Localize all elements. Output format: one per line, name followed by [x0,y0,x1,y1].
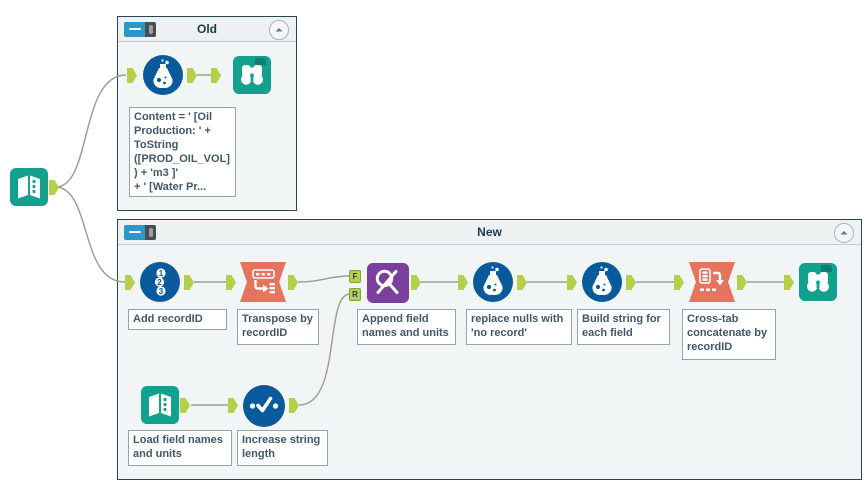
formula-flask-icon [483,266,503,295]
select-check-icon [249,396,279,413]
annotation-cross-tab[interactable]: Cross-tab concatenate by recordID [682,309,776,360]
annotation-record-id[interactable]: Add recordID [128,309,227,330]
tool-cross-tab[interactable] [689,262,735,302]
tool-record-id[interactable]: 1 2 3 [140,262,180,302]
wire-transpose-to-findreplace-f[interactable] [297,275,351,283]
container-title: Old [197,22,217,36]
output-anchor[interactable] [187,68,197,83]
annotation-select[interactable]: Increase string length [237,430,328,466]
input-anchor[interactable] [784,275,794,290]
formula-flask-icon [592,266,612,295]
container-old-header[interactable]: Old [118,17,296,42]
input-anchor[interactable] [125,275,135,290]
input-anchor[interactable] [228,398,238,413]
output-anchor[interactable] [180,398,190,413]
input-data-icon [149,393,171,417]
input-anchor[interactable] [226,275,236,290]
chevron-up-icon [840,231,848,235]
tool-transpose[interactable] [240,262,286,302]
tool-browse-new[interactable] [799,263,837,301]
toggle-knob [145,21,156,37]
transpose-icon [252,269,275,294]
tool-formula-old[interactable] [143,55,183,95]
annotation-formula-old[interactable]: Content = ' [Oil Production: ' + ToStrin… [129,107,236,197]
browse-binoculars-icon [241,58,266,85]
container-enabled-toggle[interactable] [124,224,156,240]
container-new-header[interactable]: New [118,220,861,245]
output-anchor[interactable] [49,180,59,195]
output-anchor[interactable] [737,275,747,290]
browse-binoculars-icon [807,265,832,292]
toggle-on-segment [124,21,145,37]
formula-flask-icon [153,59,173,88]
annotation-find-replace[interactable]: Append field names and units [357,309,456,345]
wire-select-to-findreplace-r[interactable] [298,293,351,406]
tool-find-replace[interactable] [367,263,409,303]
input-anchor[interactable] [458,275,468,290]
tool-formula-build[interactable] [582,262,622,302]
wire-input-to-formula-old[interactable] [56,74,127,188]
tool-browse-old[interactable] [233,56,271,94]
output-anchor[interactable] [411,275,421,290]
find-replace-icon [375,269,399,294]
input-anchor[interactable] [674,275,684,290]
wire-input-to-recordid[interactable] [56,186,126,283]
annotation-formula-nulls[interactable]: replace nulls with 'no record' [466,309,572,345]
input-anchor[interactable] [127,68,137,83]
tool-select[interactable] [243,385,285,427]
annotation-transpose[interactable]: Transpose by recordID [237,309,319,345]
collapse-button[interactable] [269,20,289,40]
tool-formula-nulls[interactable] [473,262,513,302]
input-anchor[interactable] [211,68,221,83]
annotation-formula-build[interactable]: Build string for each field [577,309,670,345]
toggle-on-segment [124,224,145,240]
input-data-icon [18,175,40,199]
svg-text:3: 3 [159,287,164,296]
output-anchor[interactable] [626,275,636,290]
input-anchor-r[interactable]: R [349,288,361,301]
cross-tab-icon [699,268,724,292]
tool-input-data-main[interactable] [10,168,48,206]
tool-input-data-fields[interactable] [141,386,179,424]
chevron-up-icon [275,28,283,32]
output-anchor[interactable] [289,398,299,413]
output-anchor[interactable] [184,275,194,290]
input-anchor[interactable] [567,275,577,290]
record-id-icon: 1 2 3 [154,268,166,296]
output-anchor[interactable] [517,275,527,290]
svg-text:2: 2 [157,278,162,287]
annotation-input-fields[interactable]: Load field names and units [128,430,232,466]
container-enabled-toggle[interactable] [124,21,156,37]
collapse-button[interactable] [834,223,854,243]
svg-text:1: 1 [159,269,164,278]
container-title: New [477,225,502,239]
toggle-knob [145,224,156,240]
output-anchor[interactable] [288,275,298,290]
input-anchor-f[interactable]: F [349,270,361,283]
